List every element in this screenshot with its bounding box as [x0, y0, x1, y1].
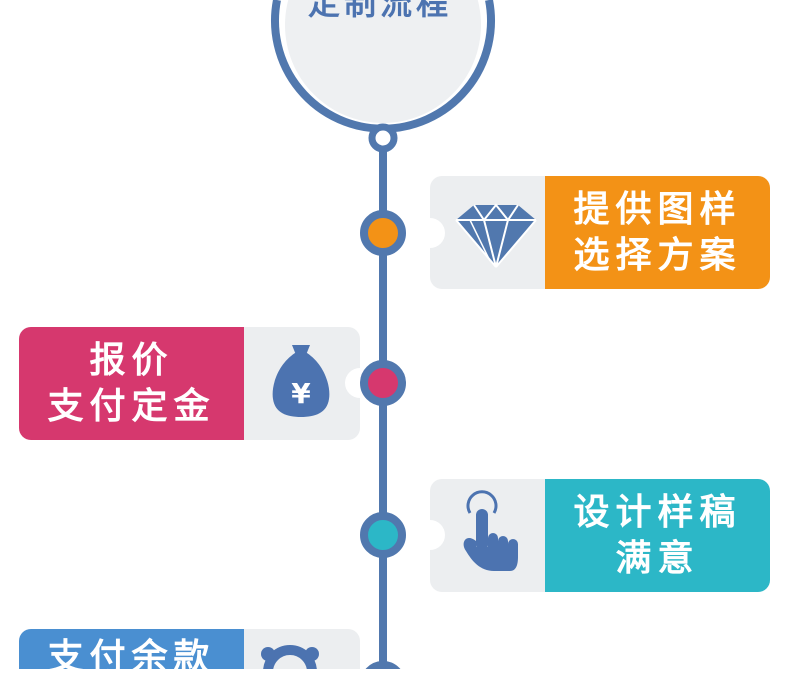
step4-label-bg [19, 629, 244, 669]
timeline-start-node [368, 123, 398, 153]
step3-label: 设计样稿 满意 [545, 479, 770, 592]
step3-label-bg [545, 479, 770, 592]
step1-line2: 选择方案 [573, 234, 742, 276]
money-bag-icon: ¥ [272, 345, 330, 417]
step2-label: 报价 支付定金 [19, 327, 244, 440]
header-circle [285, 0, 481, 123]
step4-label: 支付余款 [19, 629, 244, 691]
step1-connector-notch [415, 218, 445, 248]
step2-line2: 支付定金 [47, 385, 216, 427]
svg-text:¥: ¥ [291, 377, 311, 410]
step1-label: 提供图样 选择方案 [545, 176, 770, 289]
step1-label-bg [545, 176, 770, 289]
process-diagram: ¥ 定制流程 提供图样 选择方案 报价 支付定金 [19, 0, 770, 691]
step4-node [360, 661, 406, 691]
diagram-graphics: ¥ [19, 0, 770, 691]
step1-node [360, 210, 406, 256]
step3-line2: 满意 [615, 537, 700, 579]
step3-connector-notch [415, 520, 445, 550]
step2-line1: 报价 [89, 339, 174, 381]
step3-line1: 设计样稿 [573, 491, 742, 533]
pointing-hand-icon [463, 490, 518, 571]
step1-line1: 提供图样 [573, 188, 742, 230]
step2-label-bg [19, 327, 244, 440]
step3-node [360, 512, 406, 558]
step4-line1: 支付余款 [47, 637, 216, 678]
step2-node [360, 360, 406, 406]
diamond-icon [455, 203, 537, 268]
page-title: 定制流程 [307, 0, 452, 22]
